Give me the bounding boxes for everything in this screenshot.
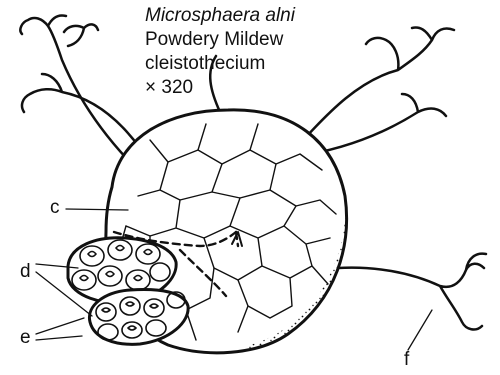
magnification: × 320 (145, 76, 295, 100)
structure-name: cleistothecium (145, 52, 295, 76)
appendage-lower-right (338, 254, 486, 330)
appendage-upper-right (296, 28, 454, 149)
common-name: Powdery Mildew (145, 28, 295, 52)
appendage-upper-left-tip (64, 24, 98, 46)
species-name: Microsphaera alni (145, 4, 295, 28)
label-e: e (20, 328, 31, 348)
figure-caption: Microsphaera alni Powdery Mildew cleisto… (145, 4, 295, 100)
appendage-upper-left-outer (20, 15, 128, 160)
appendage-upper-left-inner (22, 74, 140, 148)
label-c: c (50, 198, 60, 218)
label-d: d (20, 262, 31, 282)
label-f: f (404, 350, 409, 370)
